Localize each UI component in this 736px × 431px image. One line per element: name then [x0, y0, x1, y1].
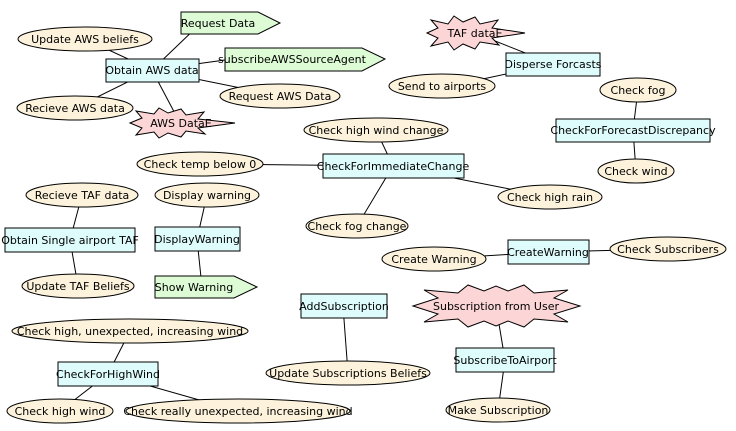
goal-update-aws-beliefs[interactable]: Update AWS beliefs: [17, 26, 153, 52]
node-label: Obtain Single airport TAF: [1, 234, 139, 247]
goal-update-taf-beliefs[interactable]: Update TAF Beliefs: [21, 273, 135, 299]
node-label: Check high wind: [15, 405, 106, 418]
goal-check-wind[interactable]: Check wind: [597, 158, 675, 184]
action-request-data[interactable]: Request Data: [180, 11, 282, 35]
percept-subscription-from-user[interactable]: Subscription from User: [411, 284, 582, 328]
capability-disperse-forcasts[interactable]: Disperse Forcasts: [504, 52, 602, 77]
node-label: CheckForHighWind: [56, 368, 160, 381]
goal-recieve-taf-data[interactable]: Recieve TAF data: [25, 182, 139, 208]
node-label: Check temp below 0: [144, 158, 257, 171]
capability-add-subscription[interactable]: AddSubscription: [299, 293, 389, 319]
goal-display-warning[interactable]: Display warning: [154, 182, 260, 208]
percept-nodes: AWS DataE TAF dataE Subscription from Us…: [128, 15, 582, 328]
goal-check-fog[interactable]: Check fog: [599, 77, 677, 103]
node-label: Check really unexpected, increasing wind: [123, 405, 352, 418]
node-label: Update AWS beliefs: [31, 33, 139, 46]
action-show-warning[interactable]: Show Warning: [154, 275, 259, 299]
node-label: Create Warning: [391, 253, 476, 266]
node-label: CreateWarning: [507, 246, 589, 259]
node-label: Check Subscribers: [617, 243, 719, 256]
node-label: Update TAF Beliefs: [26, 280, 130, 293]
goal-recieve-aws-data[interactable]: Recieve AWS data: [16, 95, 134, 121]
capability-create-warning[interactable]: CreateWarning: [507, 239, 590, 265]
node-label: Check fog: [611, 84, 666, 97]
percept-aws-data-e[interactable]: AWS DataE: [128, 107, 236, 139]
node-label: Check high rain: [507, 191, 593, 204]
node-label: Recieve TAF data: [35, 189, 130, 202]
capability-obtain-single-airport-taf[interactable]: Obtain Single airport TAF: [1, 227, 139, 253]
node-label: DisplayWarning: [154, 233, 240, 246]
goal-check-really-unexpected-increasing-wind[interactable]: Check really unexpected, increasing wind: [123, 398, 353, 424]
capability-obtain-aws-data[interactable]: Obtain AWS data: [105, 58, 200, 83]
node-label: Recieve AWS data: [25, 102, 125, 115]
goal-check-high-wind[interactable]: Check high wind: [6, 398, 114, 424]
goal-check-high-rain[interactable]: Check high rain: [497, 184, 603, 210]
goal-make-subscription[interactable]: Make Subscription: [445, 397, 551, 423]
node-label: subscribeAWSSourceAgent: [218, 53, 367, 66]
node-label: CheckForForecastDiscrepancy: [550, 124, 716, 137]
action-nodes: Request Data subscribeAWSSourceAgent Sho…: [154, 11, 387, 299]
goal-check-high-wind-change[interactable]: Check high wind change: [303, 117, 449, 143]
node-label: Display warning: [163, 189, 251, 202]
node-label: Check wind: [604, 165, 667, 178]
goal-send-to-airports[interactable]: Send to airports: [388, 73, 496, 99]
node-label: Show Warning: [155, 281, 233, 294]
node-label: Obtain AWS data: [105, 64, 198, 77]
node-label: CheckForImmediateChange: [317, 160, 470, 173]
node-label: Check high, unexpected, increasing wind: [17, 325, 243, 338]
node-label: Request Data: [181, 17, 255, 30]
percept-taf-data-e[interactable]: TAF dataE: [425, 15, 526, 51]
capability-check-for-forecast-discrepancy[interactable]: CheckForForecastDiscrepancy: [550, 118, 716, 143]
goal-request-aws-data[interactable]: Request AWS Data: [219, 83, 341, 109]
node-label: Subscription from User: [433, 300, 559, 313]
capability-display-warning[interactable]: DisplayWarning: [154, 226, 241, 252]
node-label: AddSubscription: [299, 300, 389, 313]
capability-nodes: Obtain AWS data Disperse Forcasts CheckF…: [1, 52, 716, 387]
goal-check-subscribers[interactable]: Check Subscribers: [609, 236, 727, 262]
node-label: Disperse Forcasts: [504, 58, 601, 71]
capability-check-for-high-wind[interactable]: CheckForHighWind: [56, 361, 160, 387]
node-label: Check high wind change: [309, 124, 444, 137]
node-label: TAF dataE: [447, 27, 503, 40]
action-subscribe-aws-source-agent[interactable]: subscribeAWSSourceAgent: [218, 47, 387, 72]
node-label: Send to airports: [398, 80, 487, 93]
goal-check-fog-change[interactable]: Check fog change: [305, 213, 409, 239]
node-label: Check fog change: [308, 220, 407, 233]
goal-check-high-unexpected-increasing-wind[interactable]: Check high, unexpected, increasing wind: [11, 318, 249, 344]
node-label: Update Subscriptions Beliefs: [269, 367, 427, 380]
capability-subscribe-to-airport[interactable]: SubscribeToAirport: [453, 347, 557, 373]
goal-nodes: Update AWS beliefs Request AWS Data Reci…: [6, 26, 727, 424]
node-label: Request AWS Data: [229, 90, 332, 103]
node-label: SubscribeToAirport: [453, 354, 557, 367]
goal-create-warning[interactable]: Create Warning: [381, 246, 487, 272]
capability-check-for-immediate-change[interactable]: CheckForImmediateChange: [317, 153, 470, 179]
node-label: AWS DataE: [150, 117, 212, 130]
goal-update-subscriptions-beliefs[interactable]: Update Subscriptions Beliefs: [265, 360, 431, 386]
goal-check-temp-below-0[interactable]: Check temp below 0: [136, 151, 264, 177]
node-label: Make Subscription: [448, 404, 549, 417]
